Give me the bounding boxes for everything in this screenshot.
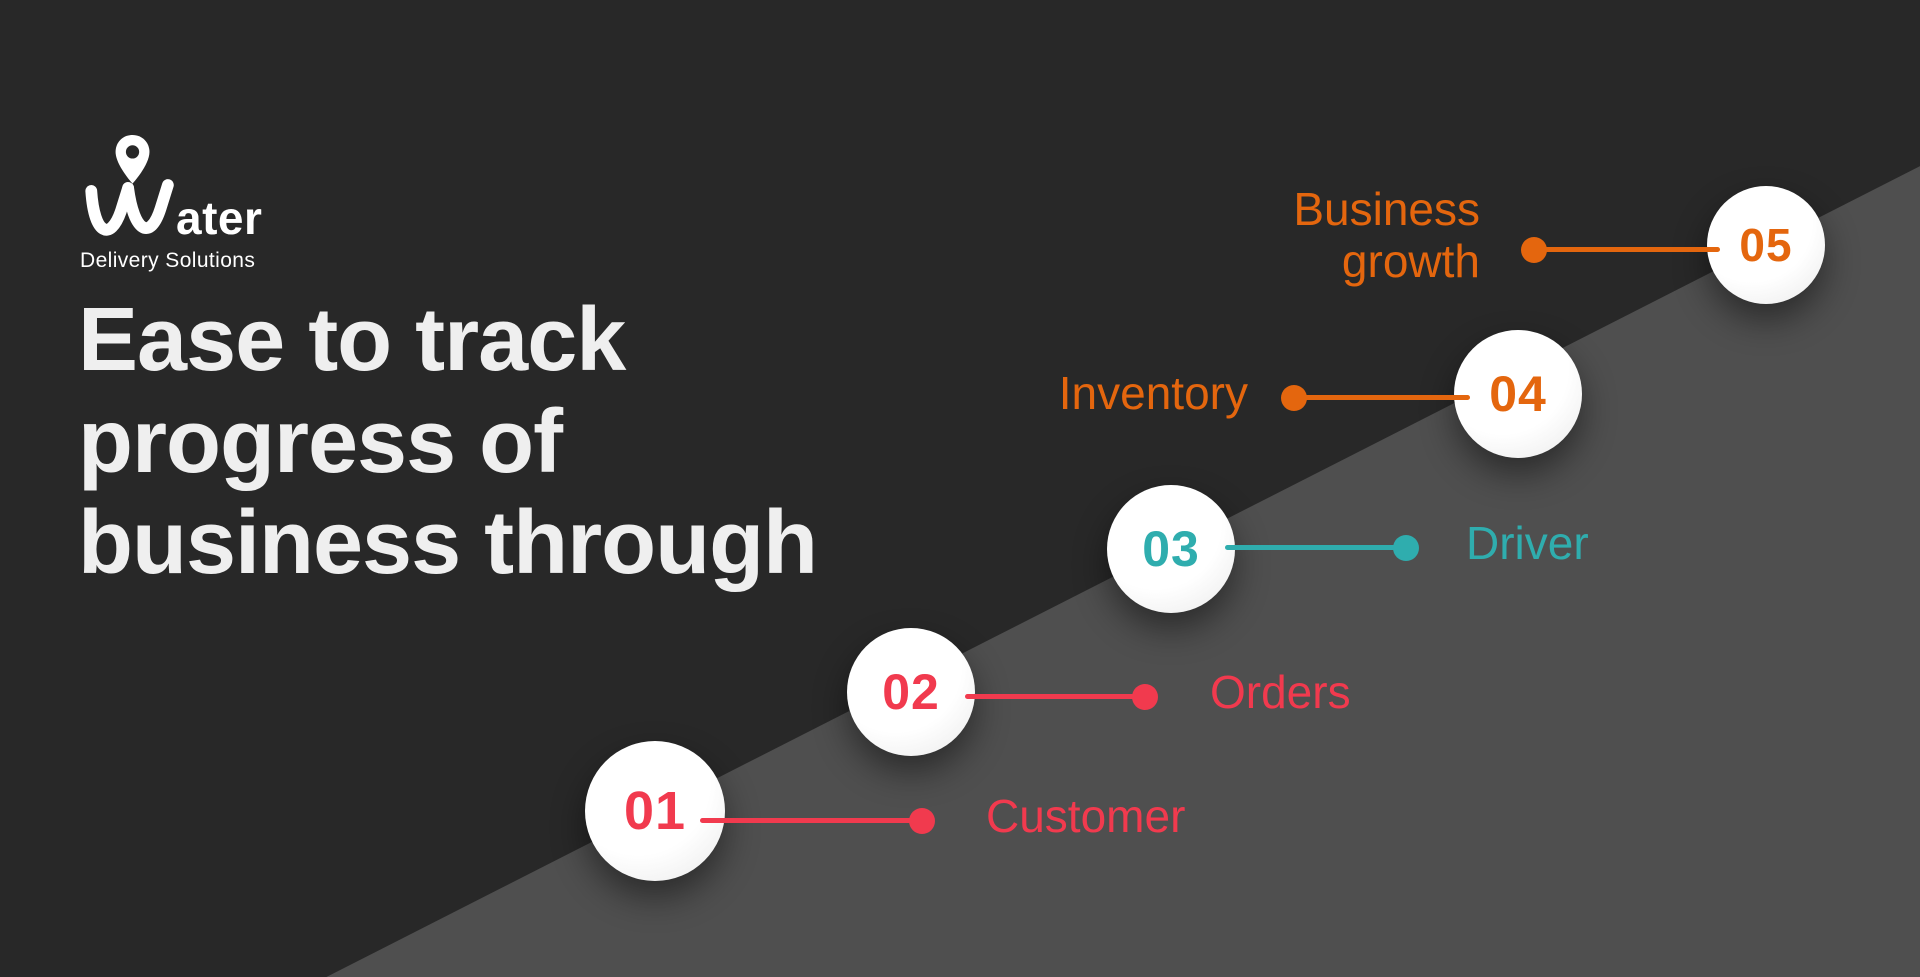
step-03-number: 03 <box>1142 521 1200 577</box>
page-title-line-2: progress of <box>78 391 563 492</box>
step-04-label: Inventory <box>1058 367 1248 419</box>
step-01-label: Customer <box>986 790 1186 842</box>
step-02-label: Orders <box>1210 666 1351 718</box>
step-05-dot <box>1521 237 1547 263</box>
step-04-circle: 04 <box>1454 330 1582 458</box>
step-02-circle: 02 <box>847 628 975 756</box>
step-04-dot <box>1281 385 1307 411</box>
step-03-circle: 03 <box>1107 485 1235 613</box>
step-02-dot <box>1132 684 1158 710</box>
step-04-number: 04 <box>1489 366 1547 422</box>
page-title-line-3: business through <box>78 493 818 594</box>
step-01-dot <box>909 808 935 834</box>
page-title-line-1: Ease to track <box>78 290 626 390</box>
step-02-connector-line <box>965 694 1145 699</box>
map-pin-w-icon <box>85 134 174 236</box>
brand-logo: ater Delivery Solutions <box>80 132 262 273</box>
step-02-number: 02 <box>882 664 940 720</box>
brand-name: ater <box>176 192 263 244</box>
step-01-number: 01 <box>623 781 687 841</box>
step-03-connector-line <box>1225 545 1406 550</box>
page-title: Ease to track progress of business throu… <box>78 290 818 595</box>
step-03-dot <box>1393 535 1419 561</box>
step-01-connector-line <box>700 818 922 823</box>
step-05-number: 05 <box>1739 219 1793 271</box>
step-01-circle: 01 <box>585 741 725 881</box>
step-03-label: Driver <box>1466 517 1589 569</box>
step-05-circle: 05 <box>1707 186 1825 304</box>
step-05-connector-line <box>1534 247 1720 252</box>
step-04-connector-line <box>1294 395 1470 400</box>
brand-tagline: Delivery Solutions <box>80 249 256 272</box>
step-05-label: Business growth <box>1293 183 1480 287</box>
